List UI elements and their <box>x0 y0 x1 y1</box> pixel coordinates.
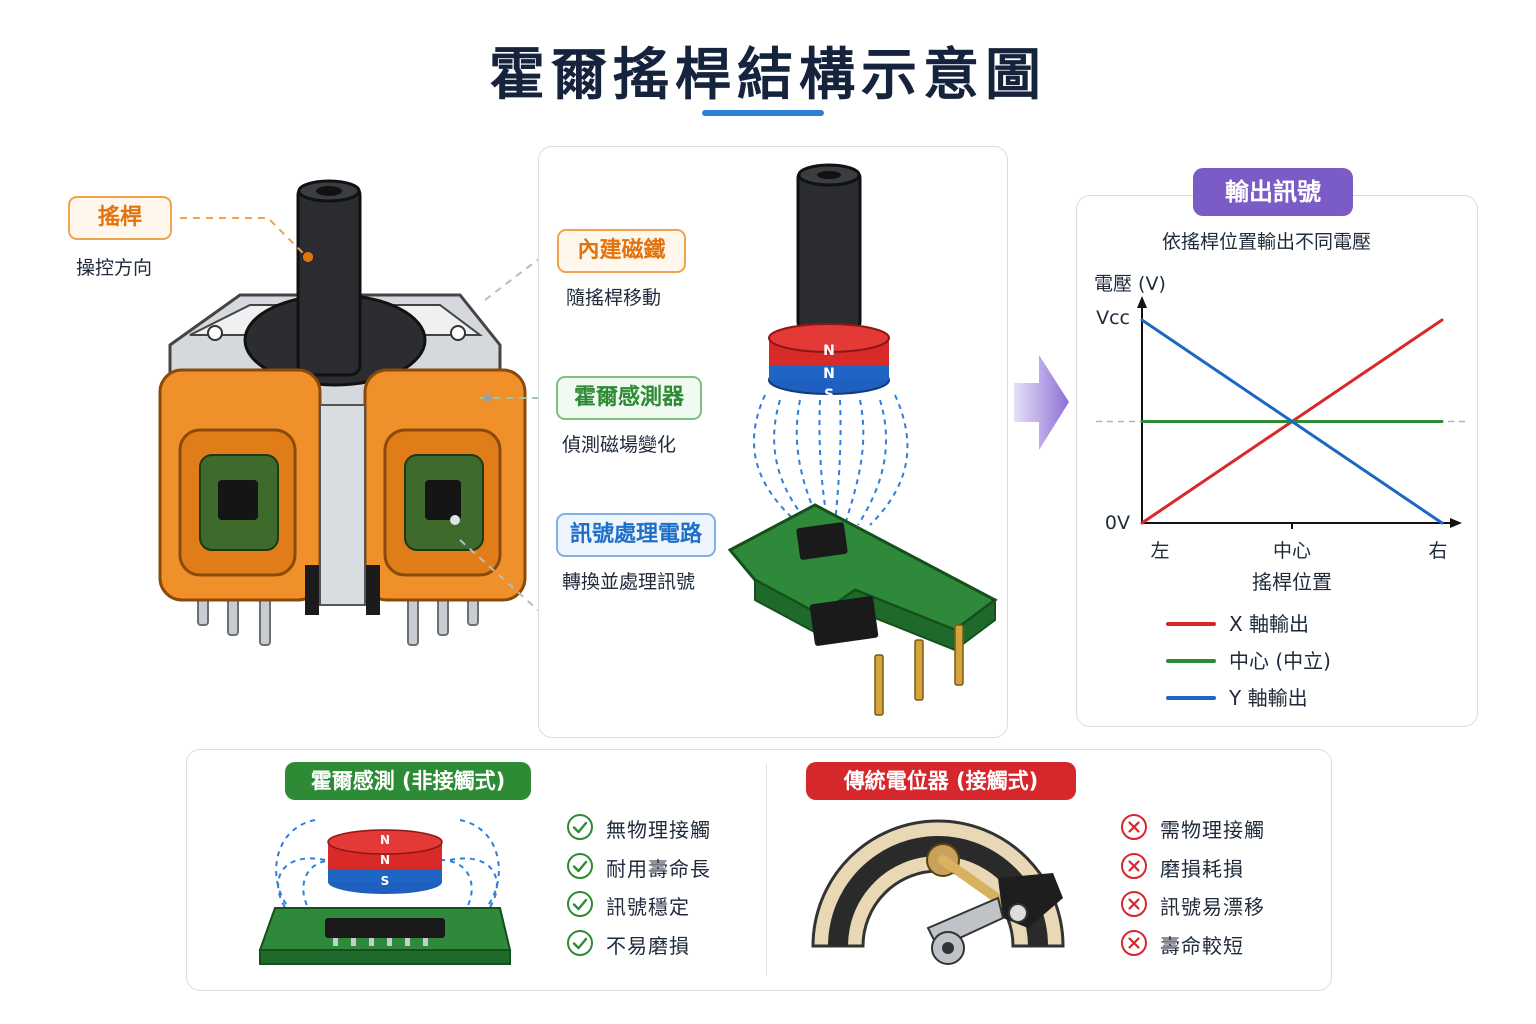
x-axis-label: 搖桿位置 <box>1252 570 1332 594</box>
legend-label: 中心 (中立) <box>1229 649 1331 673</box>
title-underline <box>702 110 824 116</box>
check-circle-icon <box>567 929 593 956</box>
y-tick-label: Vcc <box>1096 307 1130 329</box>
check-circle-icon <box>567 852 593 879</box>
list-item: 無物理接觸 <box>606 818 711 842</box>
list-item: 不易磨損 <box>606 933 690 958</box>
small-pole-2: N <box>380 853 390 867</box>
page-title: 霍爾搖桿結構示意圖 <box>489 43 1047 108</box>
pole-label-1: N <box>823 343 835 359</box>
sensor-desc: 偵測磁場變化 <box>562 434 677 456</box>
output-badge: 輸出訊號 <box>1193 168 1353 216</box>
x-circle-icon <box>1121 852 1147 879</box>
pot-title: 傳統電位器 (接觸式) <box>806 762 1076 800</box>
x-circle-icon <box>1121 891 1147 917</box>
small-pole-1: N <box>380 833 390 847</box>
legend-label: X 軸輸出 <box>1229 612 1309 636</box>
list-item: 訊號穩定 <box>606 895 690 919</box>
hall-sensor-illustration: N N S <box>258 819 512 965</box>
circuit-desc: 轉換並處理訊號 <box>562 571 696 593</box>
series-line-3 <box>1140 318 1444 525</box>
pole-label-2: N <box>823 366 835 382</box>
x-tick-label: 右 <box>1428 540 1447 562</box>
legend-label: Y 軸輸出 <box>1228 686 1308 710</box>
y-axis-arrow <box>1137 296 1147 308</box>
list-item: 耐用壽命長 <box>606 856 711 881</box>
joystick-module-illustration <box>158 179 527 646</box>
list-item: 磨損耗損 <box>1160 856 1244 881</box>
sensor-tag: 霍爾感測器 <box>556 376 702 420</box>
check-circle-icon <box>567 891 593 917</box>
x-tick-label: 左 <box>1150 540 1169 562</box>
pole-label-3: S <box>824 387 834 403</box>
list-item: 需物理接觸 <box>1160 818 1265 842</box>
x-axis-arrow <box>1450 518 1462 528</box>
check-circle-icon <box>567 814 593 840</box>
y-axis-label: 電壓 (V) <box>1094 273 1166 295</box>
joystick-desc: 操控方向 <box>76 257 153 279</box>
magnet-sensor-illustration <box>727 163 998 716</box>
list-item: 訊號易漂移 <box>1160 895 1265 919</box>
comparison-divider <box>766 764 767 976</box>
small-pole-3: S <box>381 874 390 888</box>
potentiometer-illustration <box>811 819 1065 965</box>
joystick-tag: 搖桿 <box>68 196 172 240</box>
x-circle-icon <box>1121 814 1147 840</box>
magnet-desc: 隨搖桿移動 <box>566 287 662 309</box>
circuit-tag: 訊號處理電路 <box>556 513 716 557</box>
hall-title: 霍爾感測 (非接觸式) <box>285 762 531 800</box>
output-subtitle: 依搖桿位置輸出不同電壓 <box>1162 231 1372 253</box>
y-tick-label: 0V <box>1105 512 1130 534</box>
x-tick-label: 中心 <box>1273 540 1311 562</box>
flow-arrow-icon <box>1014 355 1069 450</box>
magnet-tag: 內建磁鐵 <box>557 229 686 273</box>
list-item: 壽命較短 <box>1160 933 1244 958</box>
x-circle-icon <box>1121 929 1147 956</box>
